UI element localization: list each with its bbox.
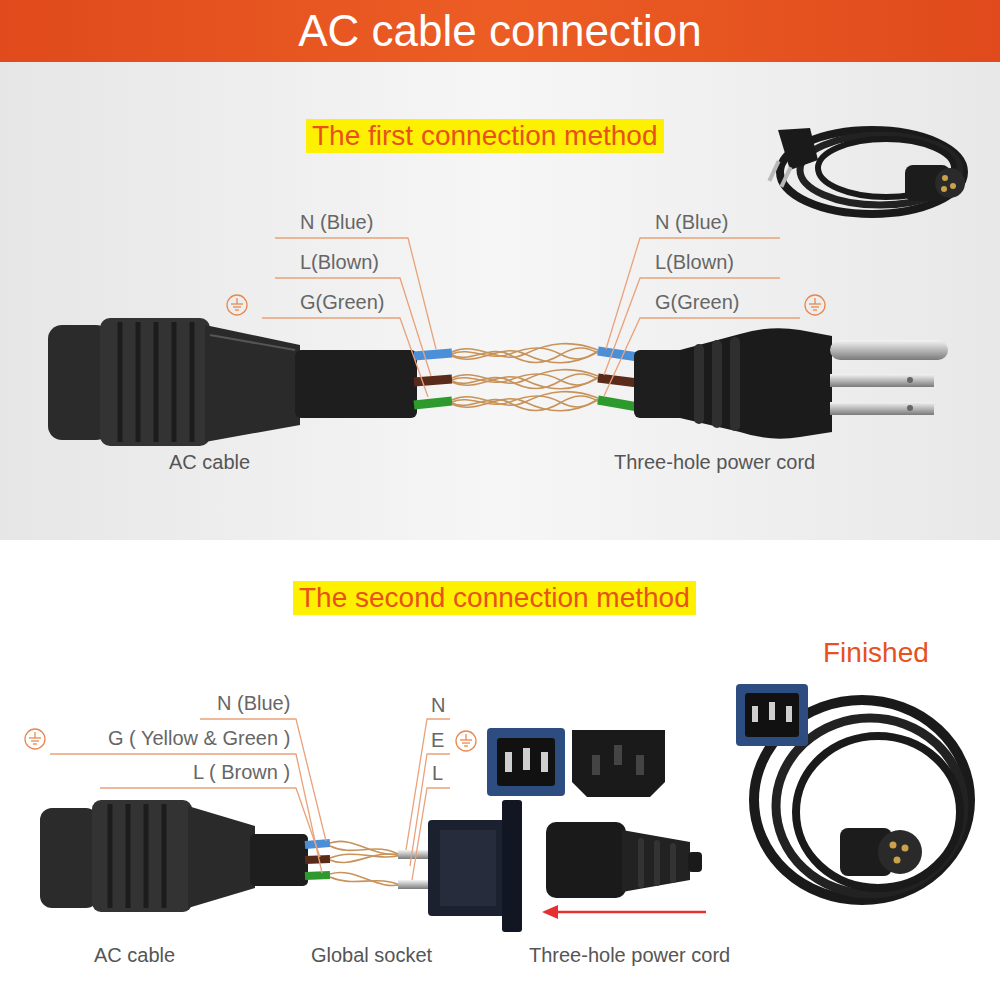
method-banner: The first connection method bbox=[306, 119, 664, 153]
plug-face bbox=[572, 730, 665, 797]
wire-label: G ( Yellow & Green ) bbox=[108, 727, 290, 750]
ground-symbol bbox=[227, 295, 247, 315]
leader-lines bbox=[50, 719, 450, 880]
us-plug bbox=[634, 328, 948, 438]
pin-name: N bbox=[431, 694, 445, 717]
wire-label: N (Blue) bbox=[655, 211, 728, 234]
ground-symbol bbox=[456, 731, 476, 751]
insert-arrow bbox=[542, 905, 706, 919]
status-note: Finished bbox=[823, 637, 929, 669]
pin-name: E bbox=[431, 729, 444, 752]
method-heading: The first connection method bbox=[312, 120, 658, 152]
part-name: AC cable bbox=[94, 944, 175, 967]
ac-connector bbox=[48, 318, 417, 446]
wire-label: L(Blown) bbox=[655, 251, 734, 274]
ground-symbol bbox=[25, 729, 45, 749]
wire-joint bbox=[414, 344, 638, 411]
part-name: Three-hole power cord bbox=[529, 944, 730, 967]
method-heading: The second connection method bbox=[299, 582, 690, 614]
method-banner: The second connection method bbox=[293, 581, 696, 615]
leader-lines bbox=[262, 238, 800, 397]
wire-label: G(Green) bbox=[300, 291, 384, 314]
ground-symbol bbox=[805, 295, 825, 315]
wire-label: G(Green) bbox=[655, 291, 739, 314]
wire-label: N (Blue) bbox=[217, 692, 290, 715]
pin-name: L bbox=[432, 762, 443, 785]
wire-label: N (Blue) bbox=[300, 211, 373, 234]
wire-label: L(Blown) bbox=[300, 251, 379, 274]
title-banner bbox=[0, 0, 1000, 62]
finished-cable bbox=[736, 684, 970, 900]
coiled-cord bbox=[768, 128, 965, 214]
part-name: AC cable bbox=[169, 451, 250, 474]
inlet-face bbox=[487, 728, 565, 796]
top-panel bbox=[0, 62, 1000, 540]
ac-connector bbox=[40, 800, 308, 912]
c13-plug bbox=[546, 822, 702, 898]
part-name: Three-hole power cord bbox=[614, 451, 815, 474]
page-title: AC cable connection bbox=[0, 0, 1000, 62]
wire-label: L ( Brown ) bbox=[193, 761, 290, 784]
part-name: Global socket bbox=[311, 944, 432, 967]
